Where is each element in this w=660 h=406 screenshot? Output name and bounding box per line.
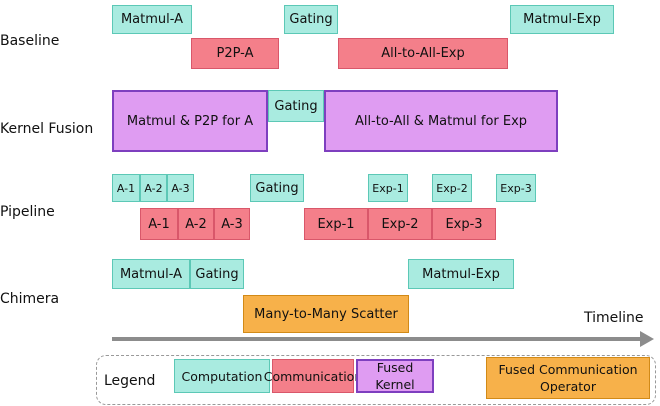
row-label-baseline: Baseline xyxy=(0,33,60,49)
row-label-chimera: Chimera xyxy=(0,291,60,307)
chimera-matmul-exp-block: Matmul-Exp xyxy=(408,259,514,289)
row-label-pipeline: Pipeline xyxy=(0,204,55,220)
pipeline-comm-exp1-block: Exp-1 xyxy=(304,208,368,240)
pipeline-comp-a1-block: A-1 xyxy=(112,174,140,202)
pipeline-comp-exp1-block: Exp-1 xyxy=(368,174,408,202)
legend-communication: Communication xyxy=(264,359,362,393)
row-label-kernel-fusion: Kernel Fusion xyxy=(0,121,94,137)
kernel-fusion-gating-block: Gating xyxy=(268,90,324,122)
legend-fused-communication-operator: Fused Communication Operator xyxy=(486,357,650,399)
baseline-gating-block: Gating xyxy=(284,5,338,34)
pipeline-comm-a2-block: A-2 xyxy=(178,208,214,240)
pipeline-comm-exp2-block: Exp-2 xyxy=(368,208,432,240)
pipeline-comp-a3-block: A-3 xyxy=(167,174,194,202)
pipeline-comm-a3-block: A-3 xyxy=(214,208,250,240)
legend-title: Legend xyxy=(104,373,156,389)
pipeline-comp-exp2-block: Exp-2 xyxy=(432,174,472,202)
baseline-all-to-all-exp-block: All-to-All-Exp xyxy=(338,38,508,69)
legend-box xyxy=(96,355,656,405)
timeline-label: Timeline xyxy=(584,310,644,326)
baseline-p2p-a-block: P2P-A xyxy=(191,38,279,69)
chimera-matmul-a-block: Matmul-A xyxy=(112,259,190,289)
kernel-fusion-all-to-all-matmul-block: All-to-All & Matmul for Exp xyxy=(324,90,558,152)
chimera-many-to-many-scatter-block: Many-to-Many Scatter xyxy=(243,295,409,333)
pipeline-comp-a2-block: A-2 xyxy=(140,174,167,202)
legend-computation: Computation xyxy=(174,359,270,393)
timeline-arrow-icon xyxy=(640,331,654,347)
pipeline-gating-block: Gating xyxy=(250,174,304,202)
timeline-axis-line xyxy=(112,337,642,341)
chimera-gating-block: Gating xyxy=(190,259,244,289)
pipeline-comp-exp3-block: Exp-3 xyxy=(496,174,536,202)
baseline-matmul-a-block: Matmul-A xyxy=(112,5,192,34)
pipeline-comm-a1-block: A-1 xyxy=(140,208,178,240)
kernel-fusion-matmul-p2p-block: Matmul & P2P for A xyxy=(112,90,268,152)
legend-fused-kernel: Fused Kernel xyxy=(356,359,434,393)
baseline-matmul-exp-block: Matmul-Exp xyxy=(510,5,614,34)
pipeline-comm-exp3-block: Exp-3 xyxy=(432,208,496,240)
